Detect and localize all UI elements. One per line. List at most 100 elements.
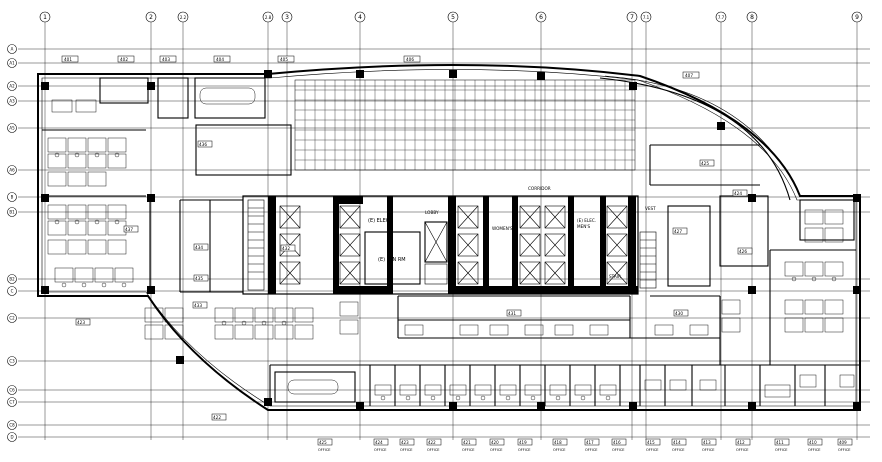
room-tag: 424 bbox=[734, 191, 742, 196]
footer-text: OFFICE bbox=[400, 448, 412, 452]
room-tag: 437 bbox=[125, 227, 133, 232]
grid-row-label: C7 bbox=[9, 400, 15, 405]
grid-row-label: B2 bbox=[9, 277, 15, 282]
room-tag: 405 bbox=[280, 57, 288, 62]
room-tag: 430 bbox=[675, 311, 683, 316]
room-tag: 422 bbox=[428, 440, 436, 445]
room-tag: 402 bbox=[120, 57, 128, 62]
footer-text: OFFICE bbox=[318, 448, 330, 452]
footer-text: OFFICE bbox=[775, 448, 787, 452]
mid-room-tags: 436 437 434 435 433 432 431 430 426 427 … bbox=[75, 140, 753, 421]
grid-row-label: A3 bbox=[9, 99, 15, 104]
room-tag: 435 bbox=[195, 276, 203, 281]
grid-row-label: A5 bbox=[9, 126, 15, 131]
room-tag: 425 bbox=[319, 440, 327, 445]
room-label-womens: WOMEN'S bbox=[492, 226, 513, 231]
room-tag: 432 bbox=[282, 246, 290, 251]
grid-col-label: 2 bbox=[149, 14, 153, 21]
room-tag: 424 bbox=[375, 440, 383, 445]
building-outline bbox=[37, 64, 861, 411]
room-label-vest: VEST bbox=[645, 206, 656, 211]
grid-row-label: C6 bbox=[9, 388, 15, 393]
grid-row-label: C3 bbox=[9, 359, 15, 364]
room-tag: 416 bbox=[613, 440, 621, 445]
building-core bbox=[242, 195, 657, 295]
grid-col-label: 7.7 bbox=[718, 15, 725, 20]
room-label-mens: MEN'S bbox=[577, 224, 591, 229]
room-tag: 414 bbox=[673, 440, 681, 445]
column-bubble-labels: 1 2 2.2 2.8 3 4 5 6 7 7.1 7.7 8 9 bbox=[43, 14, 859, 21]
grid-lines-vertical bbox=[44, 22, 858, 440]
room-tag: 423 bbox=[401, 440, 409, 445]
chairs bbox=[54, 152, 837, 401]
footer-text: OFFICE bbox=[462, 448, 474, 452]
footer-text: OFFICE bbox=[838, 448, 850, 452]
room-tag: 411 bbox=[776, 440, 784, 445]
row-bubble-labels: A A1 A2 A3 A5 A6 B B1 B2 C C2 C3 C6 C7 C… bbox=[9, 47, 15, 440]
grid-row-label: A1 bbox=[9, 61, 15, 66]
grid-row-label: A6 bbox=[9, 168, 15, 173]
room-tag: 404 bbox=[216, 57, 224, 62]
room-tag: 423 bbox=[77, 320, 85, 325]
footer-text: OFFICE bbox=[736, 448, 748, 452]
footer-text: OFFICE bbox=[808, 448, 820, 452]
room-label-stair: STAIR bbox=[609, 274, 621, 279]
grid-col-label: 7.1 bbox=[643, 15, 650, 20]
room-tag: 407 bbox=[685, 73, 693, 78]
footer-text: OFFICE bbox=[612, 448, 624, 452]
room-tag: 421 bbox=[463, 440, 471, 445]
grid-row-label: C bbox=[11, 289, 14, 294]
footer-text: OFFICE bbox=[518, 448, 530, 452]
room-tag: 410 bbox=[809, 440, 817, 445]
grid-col-label: 5 bbox=[451, 14, 455, 21]
row-bubbles bbox=[7, 44, 17, 442]
bottom-room-tags: 425 424 423 422 421 420 419 418 417 416 … bbox=[317, 438, 853, 446]
room-label-corridor: CORRIDOR bbox=[528, 186, 551, 191]
grid-row-label: C8 bbox=[9, 423, 15, 428]
room-tag: 436 bbox=[199, 142, 207, 147]
grid-col-label: 6 bbox=[539, 14, 543, 21]
room-tag: 406 bbox=[406, 57, 414, 62]
room-label-lobby: LOBBY bbox=[425, 210, 439, 215]
room-tag: 420 bbox=[491, 440, 499, 445]
room-tag: 425 bbox=[701, 161, 709, 166]
grid-col-label: 2.2 bbox=[180, 15, 187, 20]
room-tag: 431 bbox=[508, 311, 516, 316]
room-tag: 412 bbox=[737, 440, 745, 445]
grid-row-label: D bbox=[10, 435, 13, 440]
grid-col-label: 7 bbox=[630, 14, 634, 21]
grid-row-label: B bbox=[11, 195, 14, 200]
column-bubbles bbox=[39, 11, 863, 23]
room-tag: 413 bbox=[703, 440, 711, 445]
footer-text: OFFICE bbox=[374, 448, 386, 452]
footer-text: OFFICE bbox=[672, 448, 684, 452]
grid-row-label: A bbox=[11, 47, 14, 52]
grid-col-label: 2.8 bbox=[265, 15, 272, 20]
grid-col-label: 4 bbox=[358, 14, 362, 21]
footer-text: OFFICE bbox=[646, 448, 658, 452]
footer-text: OFFICE bbox=[490, 448, 502, 452]
grid-col-label: 8 bbox=[750, 14, 754, 21]
room-tag: 426 bbox=[739, 249, 747, 254]
room-tag: 409 bbox=[839, 440, 847, 445]
structural-columns bbox=[41, 70, 861, 410]
grid-row-label: B1 bbox=[9, 210, 15, 215]
room-tag: 418 bbox=[554, 440, 562, 445]
room-tag: 422 bbox=[213, 415, 221, 420]
room-tag: 417 bbox=[586, 440, 594, 445]
room-tag: 434 bbox=[195, 245, 203, 250]
room-tag: 419 bbox=[519, 440, 527, 445]
grid-row-label: A2 bbox=[9, 84, 15, 89]
core-room-labels: (E) ELEC. (E) FAN RM (E) ELEC. MEN'S WOM… bbox=[368, 186, 656, 279]
grid-col-label: 3 bbox=[285, 14, 289, 21]
grid-col-label: 1 bbox=[43, 14, 47, 21]
footer-text: OFFICE bbox=[553, 448, 565, 452]
room-label-elec-right: (E) ELEC. bbox=[577, 218, 596, 223]
footer-text: OFFICE bbox=[427, 448, 439, 452]
open-ceiling-hatch bbox=[294, 79, 636, 171]
room-tag: 415 bbox=[647, 440, 655, 445]
room-tag: 433 bbox=[194, 303, 202, 308]
room-tag: 403 bbox=[162, 57, 170, 62]
room-label-fan-room: (E) FAN RM bbox=[378, 257, 406, 263]
grid-col-label: 9 bbox=[855, 14, 859, 21]
